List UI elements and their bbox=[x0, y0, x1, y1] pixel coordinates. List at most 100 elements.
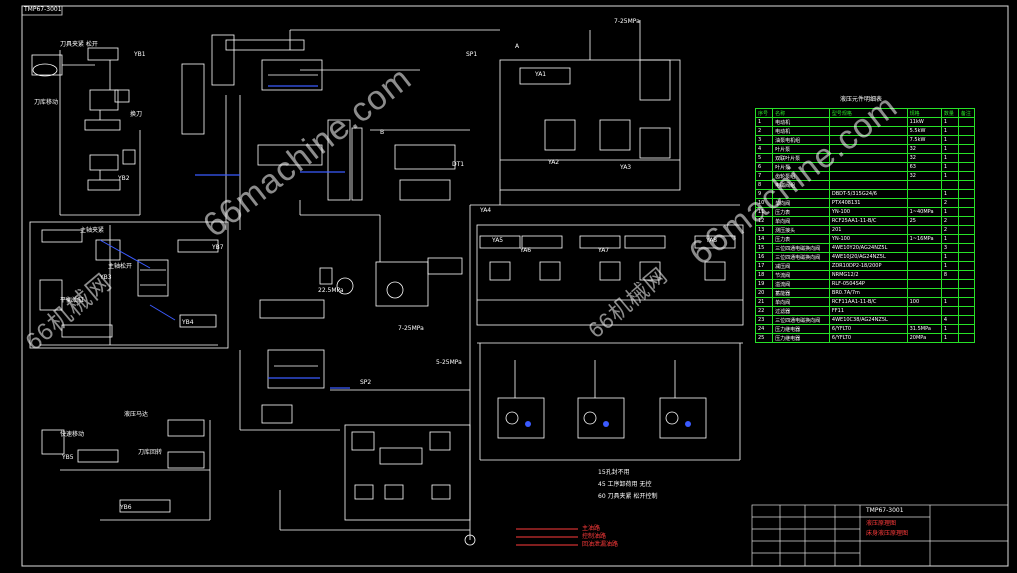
tag-yb5: YB5 bbox=[62, 454, 74, 461]
bom-cell bbox=[957, 315, 976, 325]
bom-cell: 1~16MPa bbox=[906, 234, 942, 244]
bom-cell: ZDR10DP2-18/200P bbox=[828, 261, 908, 271]
tag-sp1: SP1 bbox=[466, 51, 478, 58]
bom-cell: 6/YFLT0 bbox=[828, 333, 908, 343]
bom-cell: 溢流阀 bbox=[772, 279, 830, 289]
bom-cell bbox=[957, 297, 976, 307]
bom-cell: 19 bbox=[754, 279, 774, 289]
bom-header-cell: 备注 bbox=[957, 108, 976, 118]
bom-cell: 21 bbox=[754, 297, 774, 307]
bom-cell bbox=[957, 189, 976, 199]
bom-cell: 减压阀 bbox=[772, 261, 830, 271]
bom-cell bbox=[957, 324, 976, 334]
bom-cell: 4WE10C38/AG24NZ5L bbox=[828, 315, 908, 325]
bom-cell: 4 bbox=[754, 144, 774, 154]
bom-cell bbox=[906, 261, 942, 271]
bom-cell bbox=[957, 153, 976, 163]
bom-cell: 1 bbox=[940, 162, 959, 172]
bom-cell: 14 bbox=[754, 234, 774, 244]
tag-yb3: YB3 bbox=[100, 274, 112, 281]
bom-cell: 过滤器 bbox=[772, 306, 830, 316]
bom-cell: 20 bbox=[754, 288, 774, 298]
tag-ya7: YA7 bbox=[598, 247, 610, 254]
tag-a: A bbox=[515, 43, 520, 50]
tag-ya8: YA8 bbox=[706, 237, 718, 244]
bom-cell bbox=[957, 333, 976, 343]
bom-cell: 20MPa bbox=[906, 333, 942, 343]
bom-cell bbox=[957, 180, 976, 190]
bom-cell: 三位四通电磁换向阀 bbox=[772, 315, 830, 325]
bom-cell: 31.5MPa bbox=[906, 324, 942, 334]
tag-sp2: SP2 bbox=[360, 379, 372, 386]
bom-cell bbox=[957, 198, 976, 208]
bom-cell bbox=[906, 270, 942, 280]
bom-cell: FF11 bbox=[828, 306, 908, 316]
bom-cell: 18 bbox=[754, 270, 774, 280]
bom-cell bbox=[906, 189, 942, 199]
top-pressure-label: 7-25MPa bbox=[614, 18, 640, 25]
bom-cell: 1 bbox=[940, 297, 959, 307]
bom-cell: 22 bbox=[754, 306, 774, 316]
bom-cell: YN-100 bbox=[828, 207, 908, 217]
bom-cell bbox=[957, 243, 976, 253]
bom-cell: 节流阀 bbox=[772, 270, 830, 280]
bom-cell: 三位四通电磁换向阀 bbox=[772, 243, 830, 253]
right-valve-row bbox=[476, 224, 744, 461]
legend-control-oil: 控制油路 bbox=[582, 533, 607, 540]
tag-ya3: YA3 bbox=[620, 164, 632, 171]
bom-cell bbox=[906, 198, 942, 208]
bom-cell: 1 bbox=[940, 153, 959, 163]
bom-cell bbox=[906, 288, 942, 298]
tag-yb2: YB2 bbox=[118, 175, 130, 182]
process-note-3: 60 刀具夹紧 松开控制 bbox=[598, 493, 658, 500]
bom-cell bbox=[957, 225, 976, 235]
p1-pressure-label: 22.5MPa bbox=[318, 287, 344, 294]
bom-cell: 32 bbox=[906, 153, 942, 163]
bom-cell: 压力继电器 bbox=[772, 333, 830, 343]
tag-yb4: YB4 bbox=[182, 319, 194, 326]
bom-cell bbox=[906, 306, 942, 316]
bom-cell: 201 bbox=[828, 225, 908, 235]
left-note-2: 刀库移动 bbox=[34, 99, 59, 106]
center-pump-circuit bbox=[319, 205, 471, 420]
bom-title: 液压元件明细表 bbox=[840, 96, 883, 103]
tag-ya4: YA4 bbox=[480, 207, 492, 214]
bom-cell bbox=[957, 270, 976, 280]
right-top-valve-block bbox=[470, 20, 740, 206]
bom-cell: 2 bbox=[940, 216, 959, 226]
bom-cell bbox=[957, 171, 976, 181]
bom-cell bbox=[940, 180, 959, 190]
tag-ya2: YA2 bbox=[548, 159, 560, 166]
bom-cell: 1 bbox=[940, 324, 959, 334]
bom-cell: 1 bbox=[940, 144, 959, 154]
bom-cell: 2 bbox=[754, 126, 774, 136]
bom-cell: 蓄能器 bbox=[772, 288, 830, 298]
bom-header-cell: 序号 bbox=[754, 108, 774, 118]
bom-cell bbox=[940, 279, 959, 289]
bom-cell: RLF-0504S4P bbox=[828, 279, 908, 289]
left-note-3: 换刀 bbox=[130, 111, 143, 118]
bom-cell: RCF11AA1-11-B/C bbox=[828, 297, 908, 307]
bom-cell: 2 bbox=[940, 225, 959, 235]
process-note-2: 45 工序卸荷用 无控 bbox=[598, 481, 652, 488]
bom-cell: 1 bbox=[940, 135, 959, 145]
bom-cell: 1 bbox=[940, 189, 959, 199]
bom-cell: 单向阀 bbox=[772, 216, 830, 226]
bom-cell: 1 bbox=[940, 333, 959, 343]
tag-ya6: YA6 bbox=[520, 247, 532, 254]
bom-cell bbox=[906, 180, 942, 190]
left-note-8: 快速移动 bbox=[60, 431, 85, 438]
bom-cell: 1 bbox=[940, 261, 959, 271]
legend-return-oil: 回油泄漏油路 bbox=[582, 541, 619, 548]
bom-cell: 1 bbox=[940, 171, 959, 181]
bom-cell: 15 bbox=[754, 243, 774, 253]
tag-ya5: YA5 bbox=[492, 237, 504, 244]
left-note-1: 刀具夹紧 松开 bbox=[60, 41, 98, 48]
left-note-5: 主轴松开 bbox=[108, 263, 133, 270]
bom-cell: 25 bbox=[754, 333, 774, 343]
